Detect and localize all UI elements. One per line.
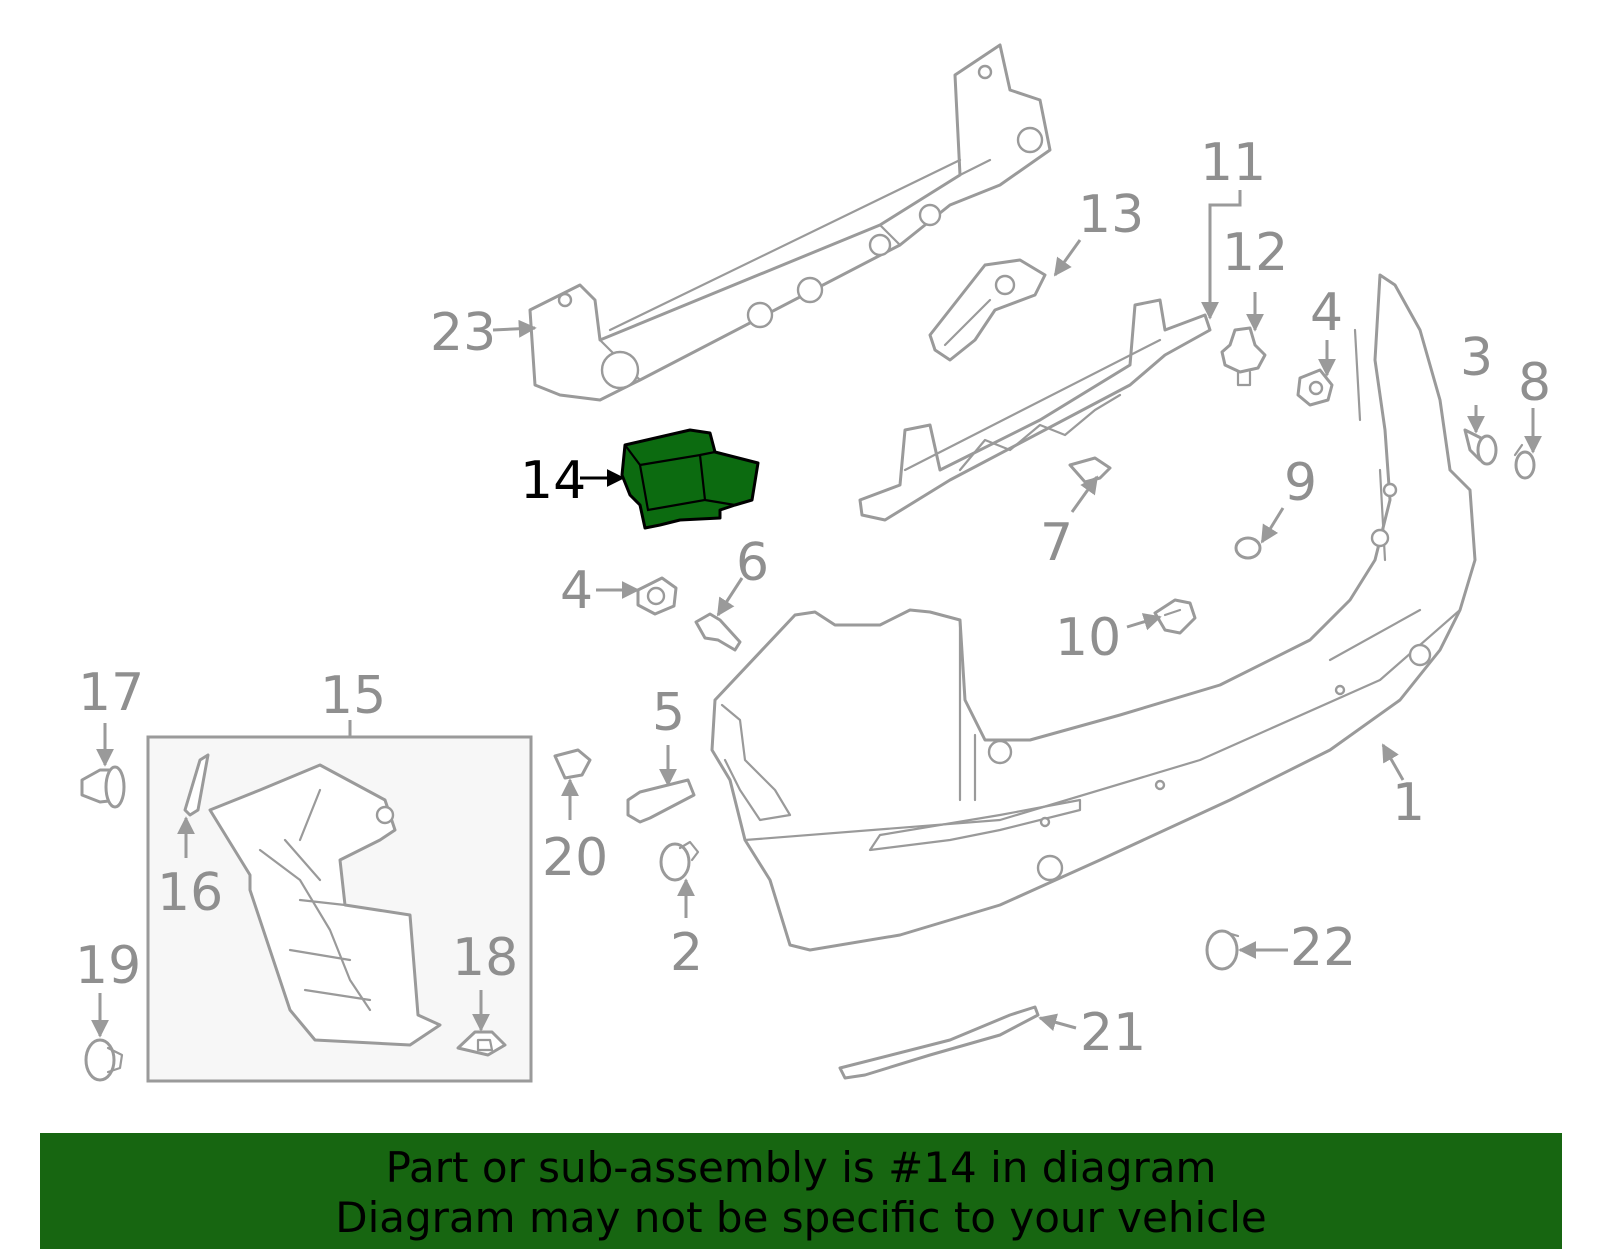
part-17-push-clip[interactable]: [80, 765, 126, 809]
part-18-retainer[interactable]: [456, 1030, 507, 1057]
part-15-side-bracket[interactable]: [208, 763, 442, 1047]
callout-9: 9: [1284, 453, 1317, 513]
info-banner: Part or sub-assembly is #14 in diagram D…: [40, 1133, 1562, 1249]
part-7-cap[interactable]: [1068, 456, 1112, 484]
part-9-ring[interactable]: [1234, 536, 1262, 560]
callout-2: 2: [670, 923, 703, 983]
callout-14: 14: [520, 451, 586, 511]
banner-line-disclaimer: Diagram may not be specific to your vehi…: [335, 1193, 1267, 1242]
callout-20: 20: [542, 828, 608, 888]
callout-18: 18: [452, 928, 518, 988]
callout-3: 3: [1460, 328, 1493, 388]
part-10-retainer[interactable]: [1153, 598, 1197, 635]
callout-4-lower: 4: [560, 561, 593, 621]
callout-10: 10: [1055, 608, 1121, 668]
part-14-bumper-bracket[interactable]: [620, 428, 760, 530]
callout-17: 17: [78, 663, 144, 723]
part-2-nut[interactable]: [659, 840, 700, 882]
callout-16: 16: [157, 863, 223, 923]
part-20-clip[interactable]: [553, 748, 592, 780]
part-6-screw[interactable]: [694, 612, 742, 652]
parts-diagram: 1 2 3 4 4 5 6 7 8 9 10 11 12 13 14 15 16…: [75, 43, 1551, 1083]
part-12-clip[interactable]: [1220, 326, 1267, 387]
part-23-reinforcement-beam[interactable]: [528, 43, 1052, 402]
part-16-seal[interactable]: [183, 753, 210, 817]
callout-15: 15: [320, 666, 386, 726]
part-4-nut-upper[interactable]: [1296, 368, 1334, 407]
banner-line-part: Part or sub-assembly is #14 in diagram: [385, 1143, 1217, 1192]
part-3-screw[interactable]: [1463, 428, 1498, 466]
callout-22: 22: [1290, 918, 1356, 978]
callout-21: 21: [1080, 1003, 1146, 1063]
part-4-nut-lower[interactable]: [636, 576, 678, 616]
callout-1: 1: [1392, 773, 1425, 833]
callout-7: 7: [1040, 513, 1073, 573]
callout-13: 13: [1078, 185, 1144, 245]
part-21-reflector[interactable]: [838, 1005, 1040, 1080]
callout-4-upper: 4: [1310, 283, 1343, 343]
callout-6: 6: [736, 533, 769, 593]
callout-23: 23: [430, 303, 496, 363]
part-1-bumper-cover[interactable]: [710, 273, 1477, 952]
callout-5: 5: [652, 683, 685, 743]
callout-12: 12: [1222, 223, 1288, 283]
callout-19: 19: [75, 936, 141, 996]
part-19-nut[interactable]: [84, 1038, 124, 1082]
callout-8: 8: [1518, 353, 1551, 413]
part-11-energy-absorber[interactable]: [858, 298, 1212, 522]
part-8-grommet[interactable]: [1513, 443, 1536, 480]
part-13-bracket[interactable]: [928, 258, 1047, 362]
leader-lines: [91, 190, 1542, 1038]
part-22-cover[interactable]: [1205, 929, 1240, 971]
callout-labels: 1 2 3 4 4 5 6 7 8 9 10 11 12 13 14 15 16…: [75, 133, 1551, 1063]
callout-11: 11: [1200, 133, 1266, 193]
part-5-bolt[interactable]: [626, 778, 696, 824]
